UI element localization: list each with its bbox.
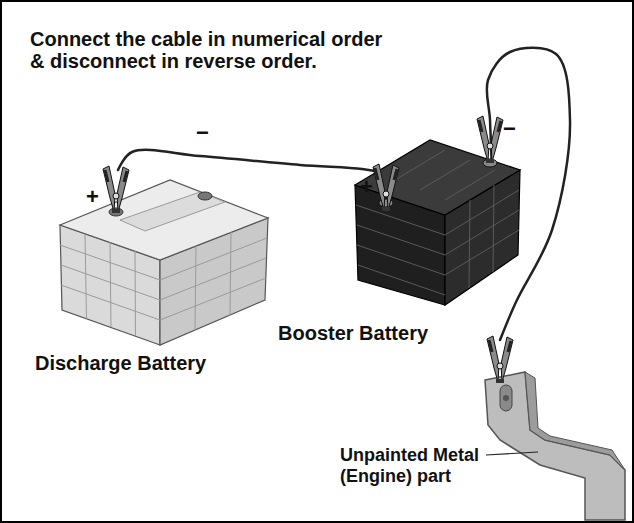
cable-clamp	[373, 164, 399, 211]
battery-node: Discharge Battery	[30, 170, 275, 392]
booster-battery-drawing	[355, 140, 520, 305]
engine-part-node: Unpainted Metal (Engine) part	[335, 340, 625, 510]
node-label: Discharge Battery	[35, 352, 206, 375]
battery-node: Booster Battery	[272, 172, 522, 350]
node-label: Unpainted Metal (Engine) part	[340, 445, 525, 486]
discharge-battery-drawing	[60, 180, 268, 345]
terminal-sign: +	[360, 176, 373, 198]
cable-clamp	[103, 166, 129, 213]
terminal-sign: −	[503, 118, 516, 140]
jumper-cable	[118, 150, 380, 172]
cable-clamp	[487, 336, 513, 383]
title: Connect the cable in numerical order & d…	[30, 28, 392, 72]
node-label: Booster Battery	[278, 322, 428, 345]
terminal-sign: +	[86, 186, 99, 208]
terminal-sign: −	[196, 122, 209, 144]
engine-bracket-drawing	[485, 372, 625, 520]
cable-clamp	[477, 116, 503, 163]
leader-line	[486, 452, 538, 455]
